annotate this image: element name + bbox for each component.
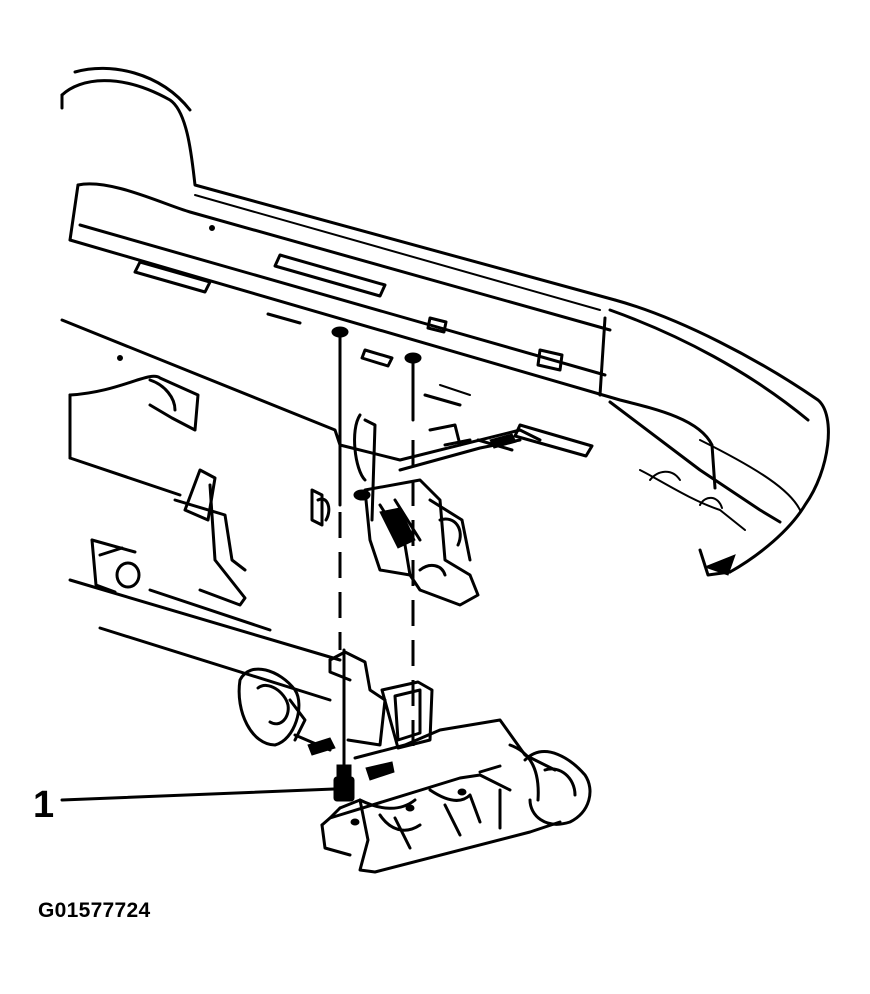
rear-bumper [60, 66, 830, 577]
figure-id: G01577724 [38, 899, 151, 922]
frame-rail [60, 318, 542, 702]
bumper-bracket [363, 423, 522, 607]
callout-leader-line [60, 787, 336, 802]
bolt [333, 764, 355, 802]
bolt-alignment-lines [331, 326, 422, 767]
callout-label-1: 1 [33, 784, 55, 826]
skid-plate [320, 773, 562, 874]
lower-mounting-bracket [237, 650, 592, 826]
